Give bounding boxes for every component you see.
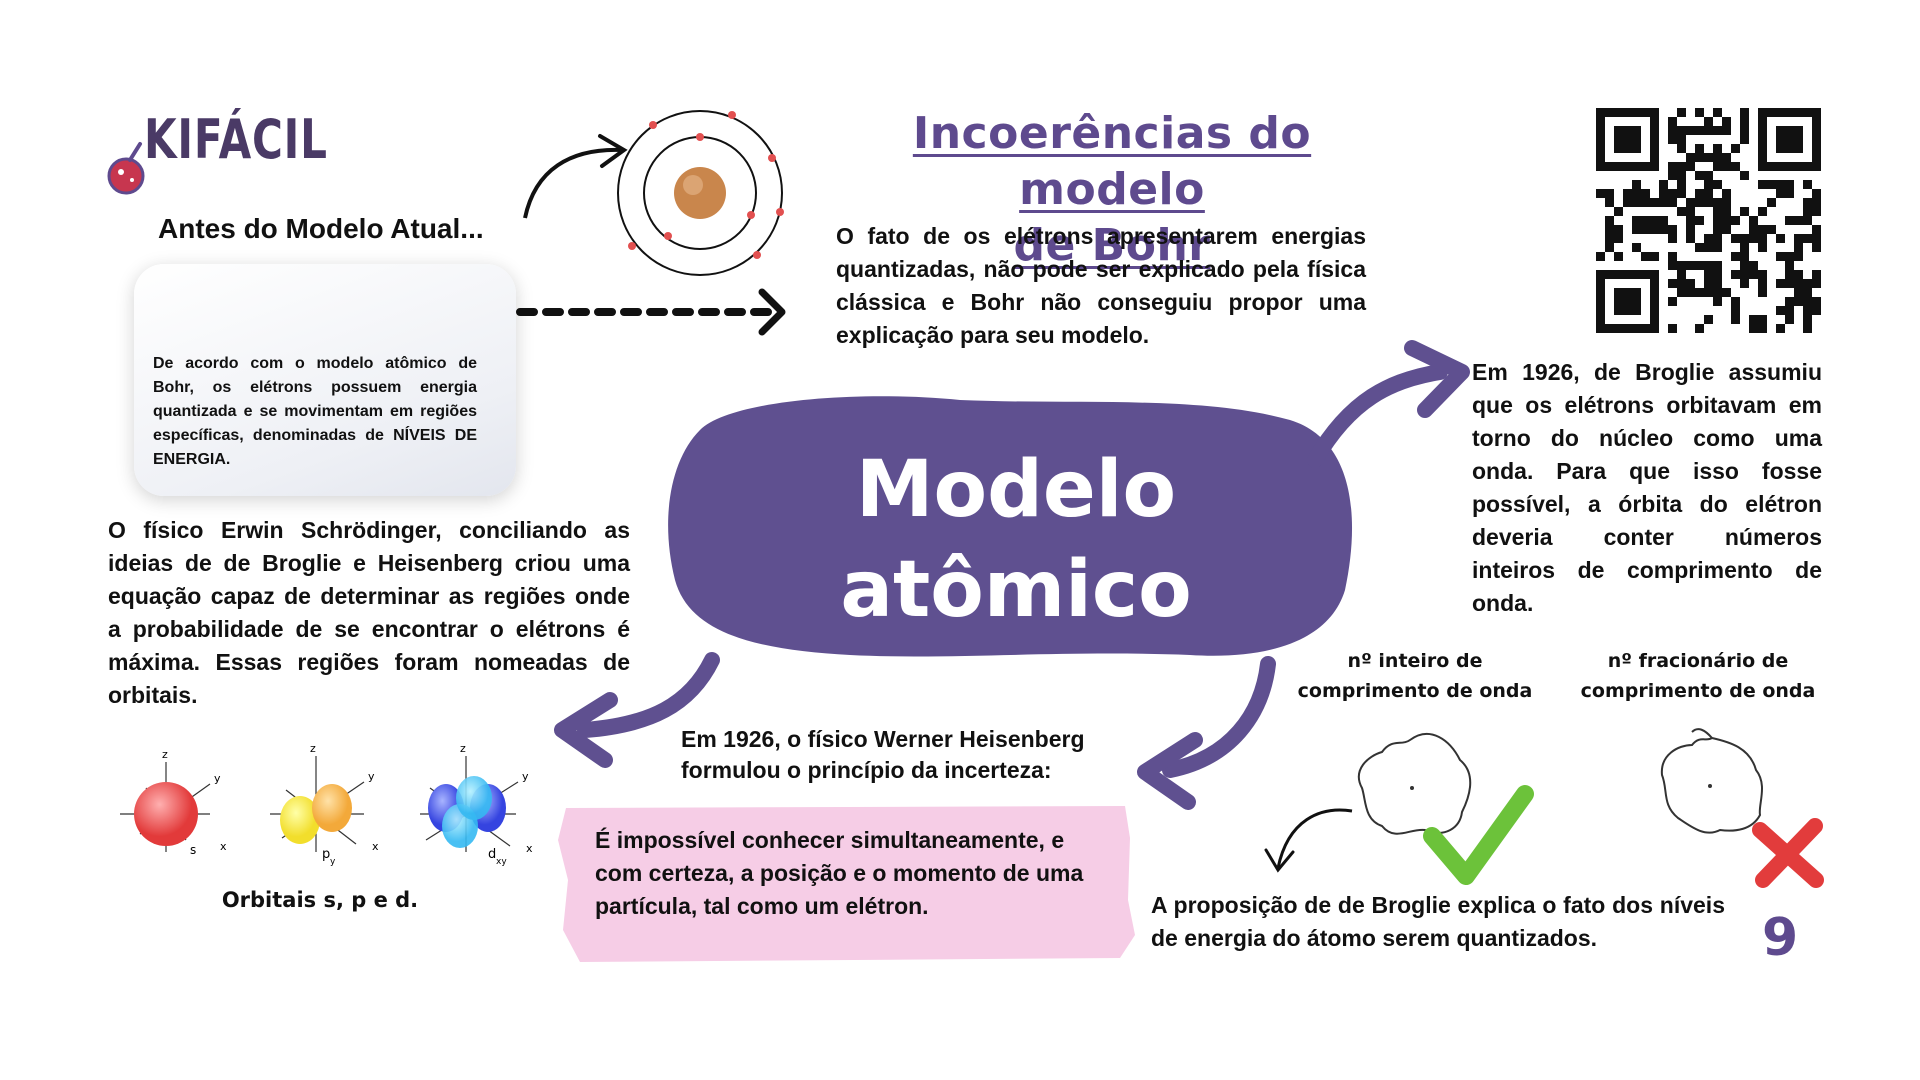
- uncertainty-principle: É impossível conhecer simultaneamente, e…: [595, 824, 1105, 923]
- p-orbital: z y x p y: [270, 742, 379, 867]
- axis-y-label: y: [214, 772, 221, 785]
- heisenberg-intro: Em 1926, o físico Werner Heisenberg form…: [681, 724, 1121, 786]
- schrodinger-text: O físico Erwin Schrödinger, conciliando …: [108, 514, 630, 712]
- d-orbital: z y x d xy: [420, 742, 533, 867]
- before-title: Antes do Modelo Atual...: [158, 213, 484, 245]
- proposition-text: A proposição de de Broglie explica o fat…: [1151, 889, 1725, 955]
- fraction-wave-label: nº fracionário de comprimento de onda: [1568, 646, 1828, 706]
- brand-logo: KIFÁCIL: [144, 108, 328, 171]
- central-title: Modelo atômico Atual: [676, 440, 1356, 740]
- fraction-wave-label-line1: nº fracionário de: [1568, 646, 1828, 676]
- incoherence-title-line1: Incoerências do modelo: [913, 108, 1311, 215]
- fraction-wave-diagram: [1662, 729, 1762, 833]
- integer-wave-label-line1: nº inteiro de: [1285, 646, 1545, 676]
- axis-y-label-p: y: [368, 770, 375, 783]
- arrow-to-proposition: [1278, 810, 1352, 868]
- axis-z-label-p: z: [310, 742, 316, 755]
- axis-y-label-d: y: [522, 770, 529, 783]
- bohr-text: De acordo com o modelo atômico de Bohr, …: [153, 352, 477, 472]
- axis-x-label-d: x: [526, 842, 533, 855]
- fraction-wave-label-line2: comprimento de onda: [1568, 676, 1828, 706]
- check-icon: [1432, 794, 1525, 876]
- bohr-atom-illustration: [618, 111, 784, 275]
- page-number: 9: [1762, 908, 1798, 968]
- flask-logo-icon: [109, 144, 143, 193]
- axis-z-label-d: z: [460, 742, 466, 755]
- p-sub-label: y: [330, 857, 336, 867]
- debroglie-text: Em 1926, de Broglie assumiu que os elétr…: [1472, 356, 1822, 620]
- integer-wave-label-line2: comprimento de onda: [1285, 676, 1545, 706]
- central-title-line1: Modelo atômico: [676, 440, 1356, 640]
- qr-code: [1596, 108, 1821, 333]
- axis-z-label: z: [162, 748, 168, 761]
- d-sub-label: xy: [496, 857, 507, 867]
- s-orbital: z y x s: [120, 748, 227, 857]
- cross-icon: [1760, 826, 1816, 880]
- s-label: s: [190, 843, 196, 857]
- incoherence-text: O fato de os elétrons apresentarem energ…: [836, 220, 1366, 352]
- integer-wave-label: nº inteiro de comprimento de onda: [1285, 646, 1545, 706]
- axis-x-label: x: [220, 840, 227, 853]
- orbitals-caption: Orbitais s, p e d.: [170, 888, 470, 912]
- integer-wave-diagram: [1359, 734, 1470, 834]
- axis-x-label-p: x: [372, 840, 379, 853]
- orbitals-illustration: z y x s z y x p y z y x d xy: [110, 742, 550, 877]
